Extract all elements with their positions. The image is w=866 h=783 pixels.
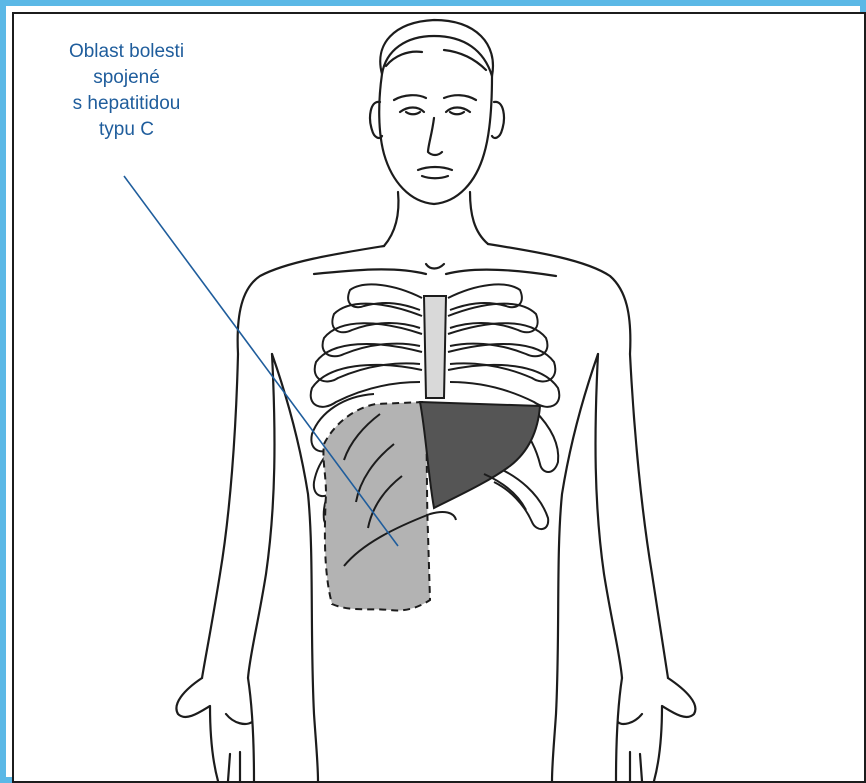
callout-leader-line <box>124 176 398 546</box>
nose <box>428 118 442 155</box>
sternum <box>424 296 446 398</box>
left-eye <box>400 108 424 115</box>
right-brow <box>444 95 476 100</box>
mouth <box>418 167 452 178</box>
right-ear <box>492 102 504 138</box>
hand-right <box>616 678 695 781</box>
torso-left <box>272 354 318 781</box>
shoulder-right <box>488 244 630 354</box>
callout-line-4: typu C <box>24 117 229 143</box>
hair <box>382 36 492 76</box>
right-eye <box>446 108 470 115</box>
callout-line-3: s hepatitidou <box>24 91 229 117</box>
hand-left <box>176 678 254 781</box>
diagram-panel: Oblast bolesti spojené s hepatitidou typ… <box>12 12 866 783</box>
callout-line-2: spojené <box>24 65 229 91</box>
shoulder-left <box>238 246 384 354</box>
liver-left-lobe <box>420 402 540 508</box>
neck-left <box>384 192 398 246</box>
clavicles <box>314 269 556 276</box>
arm-left-outer <box>202 354 238 678</box>
callout-line-1: Oblast bolesti <box>24 39 229 65</box>
torso-right <box>552 354 598 781</box>
arm-right-inner <box>596 354 622 678</box>
neck-right <box>470 192 488 244</box>
arm-left-inner <box>248 354 274 678</box>
pain-area-callout: Oblast bolesti spojené s hepatitidou typ… <box>24 39 229 143</box>
collar-notch <box>426 264 444 269</box>
arm-right-outer <box>630 354 668 678</box>
left-brow <box>394 95 426 100</box>
